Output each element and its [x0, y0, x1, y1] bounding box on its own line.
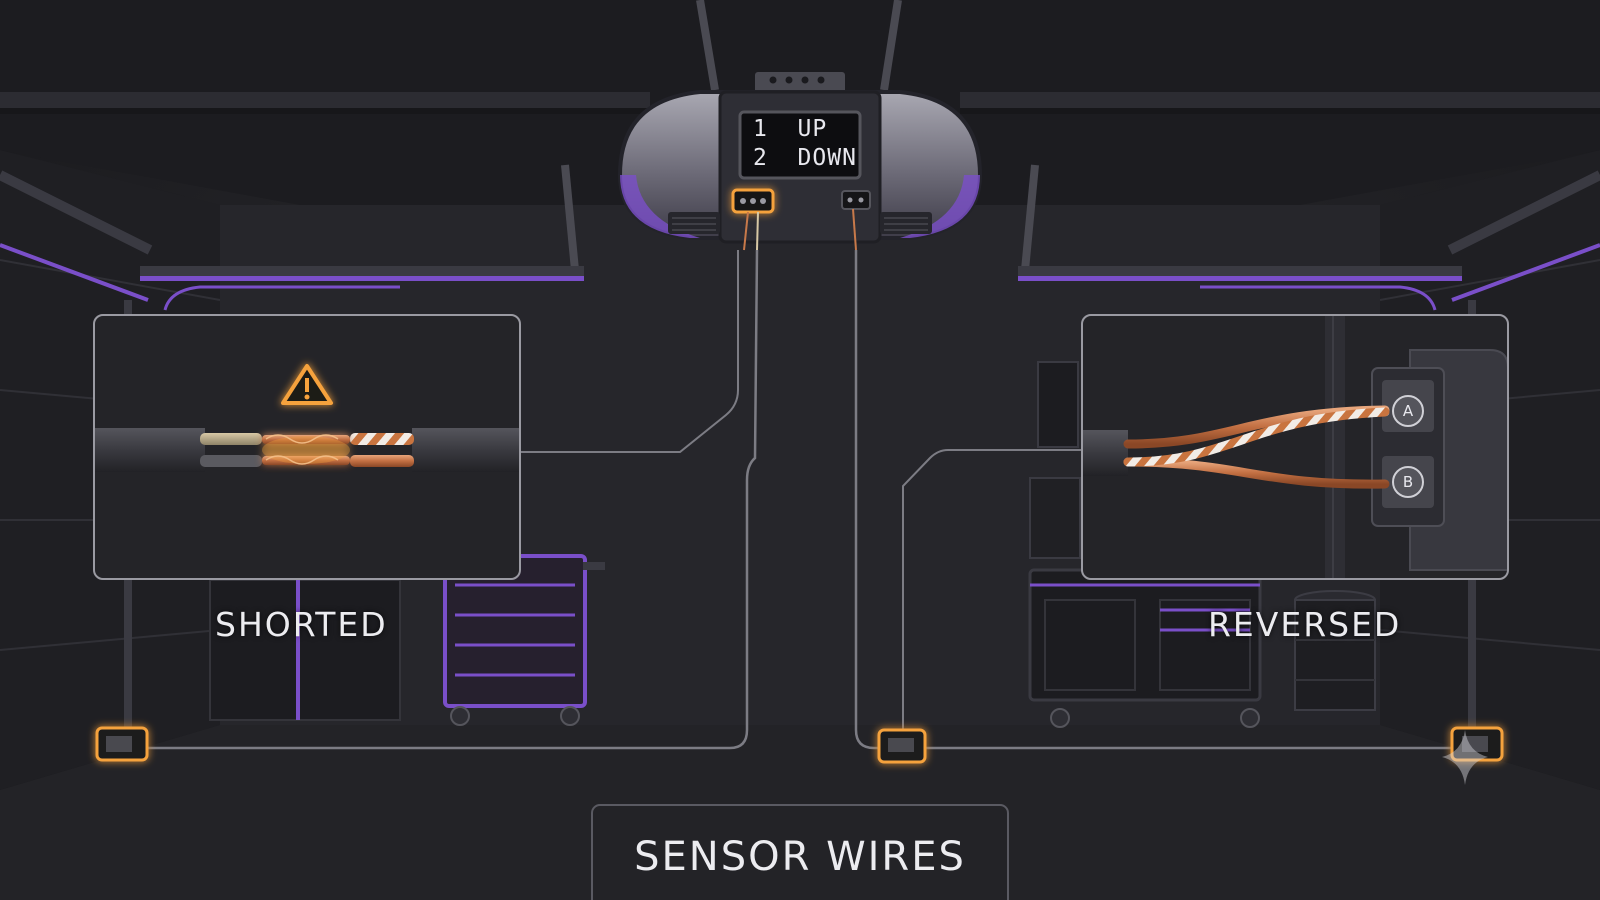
opener-terminal-right: [841, 190, 871, 210]
warning-icon: [281, 364, 333, 405]
safety-sensor-left: [95, 726, 149, 762]
reversed-label: REVERSED: [1208, 605, 1402, 644]
reversed-panel: A B: [1081, 314, 1509, 580]
garage-door-opener: [617, 72, 983, 251]
floor-wiring: [146, 249, 1452, 750]
title-box: SENSOR WIRES: [591, 804, 1009, 900]
diagram-title: SENSOR WIRES: [634, 834, 966, 880]
storage-cabinet: [209, 579, 401, 721]
safety-sensor-right: [1450, 726, 1504, 762]
safety-sensor-center: [877, 728, 927, 764]
svg-text:A: A: [1403, 402, 1414, 420]
ceiling-rails: [0, 92, 1600, 114]
tool-chest: [443, 554, 605, 726]
terminal-a: A: [1392, 395, 1424, 427]
svg-text:B: B: [1403, 473, 1413, 491]
terminal-b: B: [1392, 466, 1424, 498]
shorted-label: SHORTED: [215, 605, 388, 644]
sparkle-icon: [1442, 730, 1488, 785]
display-line-1: 1 UP: [753, 116, 828, 142]
workbench: [1028, 361, 1376, 728]
opener-display: [738, 110, 862, 180]
display-line-2: 2 DOWN: [753, 145, 857, 171]
opener-brackets: [561, 0, 1039, 271]
shorted-panel: [93, 314, 521, 580]
